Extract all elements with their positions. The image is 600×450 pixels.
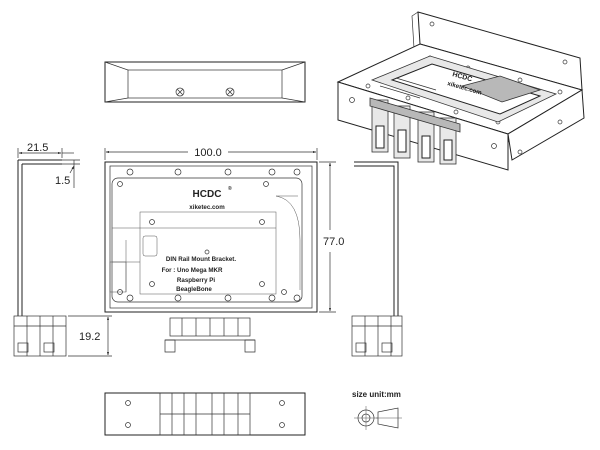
board-title: DIN Rail Mount Bracket. <box>166 256 236 263</box>
board-brand: HCDC <box>193 189 222 200</box>
plate-mounting-holes <box>126 168 301 302</box>
dimension-wall-thickness-label: 1.5 <box>55 175 70 187</box>
top-view <box>104 61 306 103</box>
board-standoff-holes <box>117 181 287 295</box>
board-registered-mark: ® <box>228 185 232 192</box>
top-view-screw-right <box>225 87 235 97</box>
board-internal-structure <box>109 195 301 295</box>
bottom-view <box>104 392 306 436</box>
dimension-width: 100.0 <box>104 147 318 160</box>
board-compat-line1: For : Uno Mega MKR <box>162 267 223 274</box>
board-compat-line3: BeagleBone <box>176 286 212 293</box>
dimension-width-label: 100.0 <box>194 147 222 159</box>
isometric-view: HCDC xiketec.com <box>336 11 585 171</box>
front-plate-outline <box>104 161 318 313</box>
board-website: xiketec.com <box>189 204 225 211</box>
dimension-height-label: 77.0 <box>323 236 344 248</box>
right-side-view <box>351 161 403 357</box>
dimension-wall-thickness: 1.5 <box>55 159 80 188</box>
dimension-flange-depth: 21.5 <box>17 142 74 158</box>
dimension-rail-clip-height: 19.2 <box>68 315 112 357</box>
dimension-height: 77.0 <box>319 161 344 313</box>
board-outline <box>111 177 303 303</box>
board-compat-line2: Raspberry Pi <box>177 277 215 284</box>
legend: size unit:mm <box>352 390 402 430</box>
dimension-flange-depth-label: 21.5 <box>27 142 48 154</box>
center-bolt <box>204 249 210 255</box>
dimension-rail-clip-height-label: 19.2 <box>79 331 100 343</box>
iso-din-clips <box>369 97 461 165</box>
front-din-clip <box>164 317 256 353</box>
top-view-screw-left <box>175 87 185 97</box>
size-unit-label: size unit:mm <box>352 390 401 399</box>
left-side-view: 21.5 1.5 19.2 <box>13 142 112 357</box>
projection-symbol-icon <box>354 406 402 430</box>
front-view: HCDC ® xiketec.com DIN Rail Mount Bracke… <box>104 147 344 353</box>
